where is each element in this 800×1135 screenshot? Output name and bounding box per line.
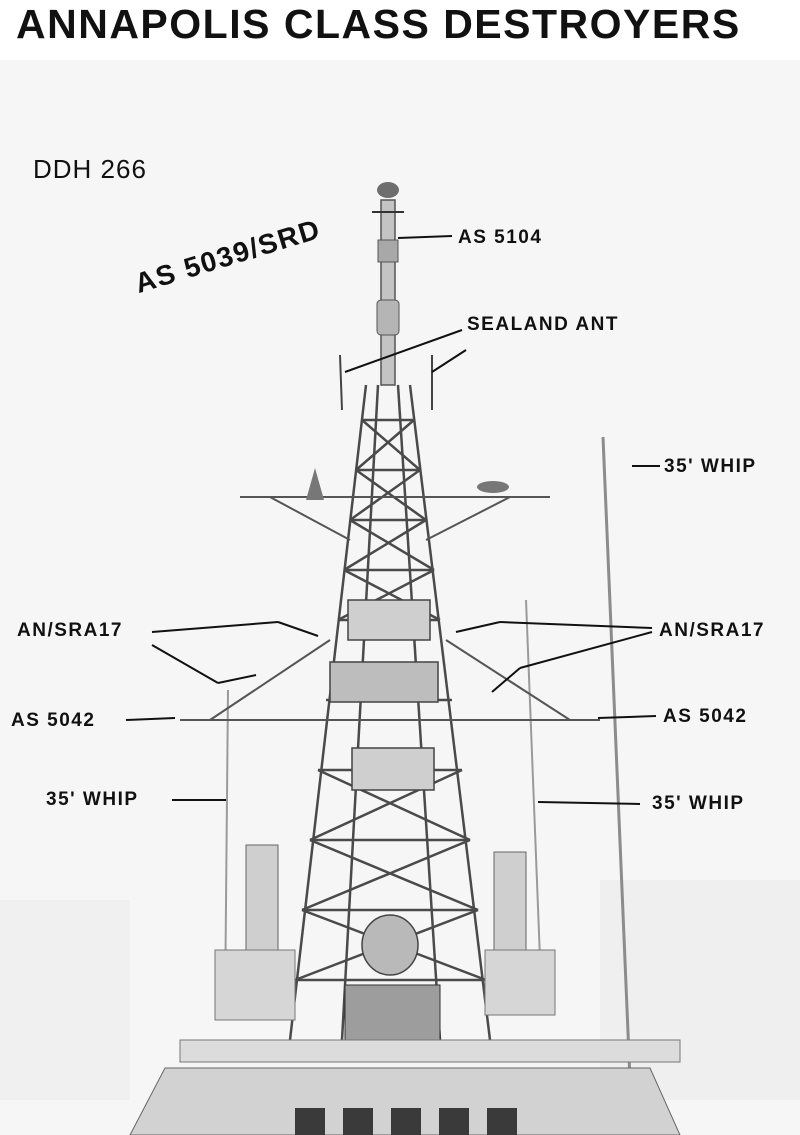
upper-yardarm (240, 496, 550, 541)
right-stack (493, 851, 527, 968)
bridge-deck (129, 1067, 681, 1135)
hull-number: DDH 266 (33, 154, 147, 184)
label-whip-left: 35' WHIP (46, 789, 139, 810)
sealand-antenna-left (339, 354, 343, 411)
tower-platform-upper (347, 599, 431, 641)
left-housing (214, 949, 296, 1021)
faded-background-structure (600, 880, 800, 1100)
bridge-top (344, 984, 441, 1041)
radome (361, 914, 419, 976)
tower-platform-middle (329, 661, 439, 703)
label-as5104: AS 5104 (458, 227, 543, 248)
lattice-tower (288, 384, 492, 1041)
label-whip-right: 35' WHIP (652, 793, 745, 814)
label-whip-top: 35' WHIP (664, 456, 757, 477)
lower-yardarm (180, 639, 600, 721)
whip-antenna-right (525, 599, 543, 1011)
right-housing (484, 949, 556, 1016)
deck-rail (179, 1039, 681, 1063)
upper-yardarm-cone-left (306, 468, 324, 500)
label-an-sra17-right: AN/SRA17 (659, 620, 765, 641)
label-as5042-right: AS 5042 (663, 706, 748, 727)
faded-background-structure-left (0, 900, 130, 1100)
left-stack (245, 844, 279, 966)
bridge-windows (295, 1108, 517, 1135)
upper-yardarm-dish (477, 481, 509, 493)
label-as5042-left: AS 5042 (11, 710, 96, 731)
top-mast (372, 182, 404, 386)
tower-platform-lower (351, 747, 435, 791)
label-an-sra17-left: AN/SRA17 (17, 620, 123, 641)
callout-leaders (125, 235, 660, 805)
page-title: ANNAPOLIS CLASS DESTROYERS (16, 1, 741, 47)
label-sealand-ant: SEALAND ANT (467, 314, 619, 335)
whip-antenna-tall (601, 436, 632, 1081)
